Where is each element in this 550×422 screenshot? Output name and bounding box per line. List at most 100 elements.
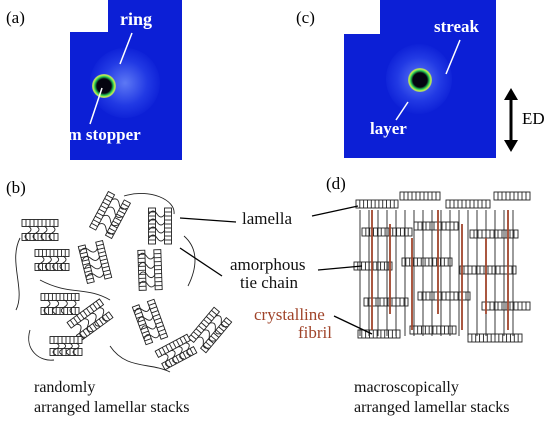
panel-c-notch: [344, 0, 380, 34]
lamellar-stack: [77, 239, 113, 285]
amorphous-chain: [123, 192, 175, 215]
tie-chain: [139, 280, 156, 288]
tie-chain: [86, 272, 105, 278]
lamella: [187, 306, 221, 344]
tie-chain: [65, 342, 73, 356]
tie-chain: [148, 218, 166, 226]
lamella: [153, 249, 163, 291]
tie-chain: [37, 255, 45, 271]
tie-chain: [44, 255, 52, 271]
lamella: [401, 257, 453, 267]
lamella: [75, 311, 114, 342]
lamellar-stack: [137, 249, 163, 291]
lamellar-stack: [148, 207, 172, 245]
lamella: [49, 336, 83, 344]
tie-chain: [102, 214, 119, 227]
lamellar-stack: [88, 190, 132, 240]
amorphous-chain: [39, 279, 111, 301]
lamella: [493, 191, 531, 201]
lamellar-stack: [40, 293, 80, 315]
lamellar-stack: [34, 249, 70, 271]
lamella: [363, 297, 409, 307]
tie-chain: [106, 206, 123, 218]
amorphous-chain: [15, 237, 21, 311]
tie-chain: [60, 299, 68, 315]
layer-label: layer: [370, 119, 407, 138]
tie-chain: [177, 346, 185, 360]
tie-chain: [40, 225, 48, 241]
amorphous-label: amorphous: [230, 255, 306, 274]
tie-chain: [79, 247, 99, 253]
tie-chain: [24, 225, 32, 241]
tie-chain: [144, 333, 160, 340]
tie-chain: [83, 318, 93, 333]
tie-chain: [83, 264, 103, 270]
lamella-leader-left: [179, 217, 237, 223]
lamellar-stack: [187, 306, 233, 354]
beam-stopper-label: beam stopper: [42, 125, 141, 144]
lamellar-stack: [21, 219, 59, 241]
tie-chain: [52, 255, 60, 271]
lamella-leader-right: [311, 205, 359, 217]
panel-letter-b: (b): [6, 178, 26, 197]
tie-chain: [98, 307, 108, 322]
crystalline-label: crystalline: [254, 305, 325, 324]
tie-chain: [215, 315, 228, 328]
beam-stopper-pointer: [89, 87, 103, 125]
tie-chain: [148, 234, 166, 242]
tie-chain: [52, 299, 60, 315]
tie-chain: [148, 226, 166, 234]
double-headed-vertical-arrow-icon: [504, 88, 518, 152]
streak-label: streak: [434, 17, 480, 36]
diffraction-pattern-c: [344, 0, 496, 158]
tie-chain: [170, 349, 178, 364]
lamella: [21, 233, 59, 241]
tie-chain: [69, 299, 77, 315]
tie-chain: [163, 353, 171, 367]
lamella: [21, 219, 59, 227]
lamellar-stack: [154, 333, 198, 371]
tie-chain: [203, 329, 216, 342]
random-lamellar-stacks: [15, 190, 233, 373]
tie-chain: [138, 271, 156, 279]
caption-d-line2: arranged lamellar stacks: [354, 399, 510, 416]
tie-chain: [59, 255, 67, 271]
streak-pointer: [445, 39, 461, 75]
tie-chain: [138, 262, 156, 269]
tie-chain: [140, 324, 157, 331]
lamella: [40, 293, 80, 301]
panel-letter-d: (d): [326, 174, 346, 193]
tie-chain: [52, 342, 60, 356]
tie-chain: [137, 315, 154, 322]
layer-pointer: [395, 101, 409, 121]
amorphous-chain: [109, 345, 171, 373]
ring-label: ring: [120, 9, 153, 29]
tie-chain: [209, 322, 222, 335]
lamella: [355, 199, 399, 209]
tie-chain-leader-right: [317, 265, 363, 271]
lamellar-stack: [66, 298, 114, 342]
tie-chain: [90, 312, 101, 327]
lamella: [413, 221, 459, 231]
aligned-lamellar-stacks: [353, 191, 531, 343]
tie-chain: [148, 210, 166, 218]
lamella: [164, 207, 172, 245]
lamellar-stack: [49, 336, 83, 356]
tie-chain: [134, 307, 151, 313]
panel-letter-c: (c): [296, 8, 315, 27]
lamellar-stack: [131, 298, 169, 346]
lamella: [399, 191, 441, 201]
panel-a-notch: [70, 0, 108, 32]
lamella: [146, 298, 169, 340]
beam-stopper-spot: [92, 74, 116, 98]
lamella: [409, 325, 457, 335]
panel-letter-a: (a): [6, 8, 25, 27]
caption-b-line1: randomly: [34, 379, 96, 396]
lamella: [34, 249, 70, 257]
tie-chain-label: tie chain: [240, 273, 299, 292]
tie-chain: [48, 225, 56, 241]
ring-pointer: [119, 32, 133, 65]
caption-d-line1: macroscopically: [354, 379, 459, 396]
tie-chain: [81, 256, 101, 261]
layer-spot: [408, 68, 432, 92]
